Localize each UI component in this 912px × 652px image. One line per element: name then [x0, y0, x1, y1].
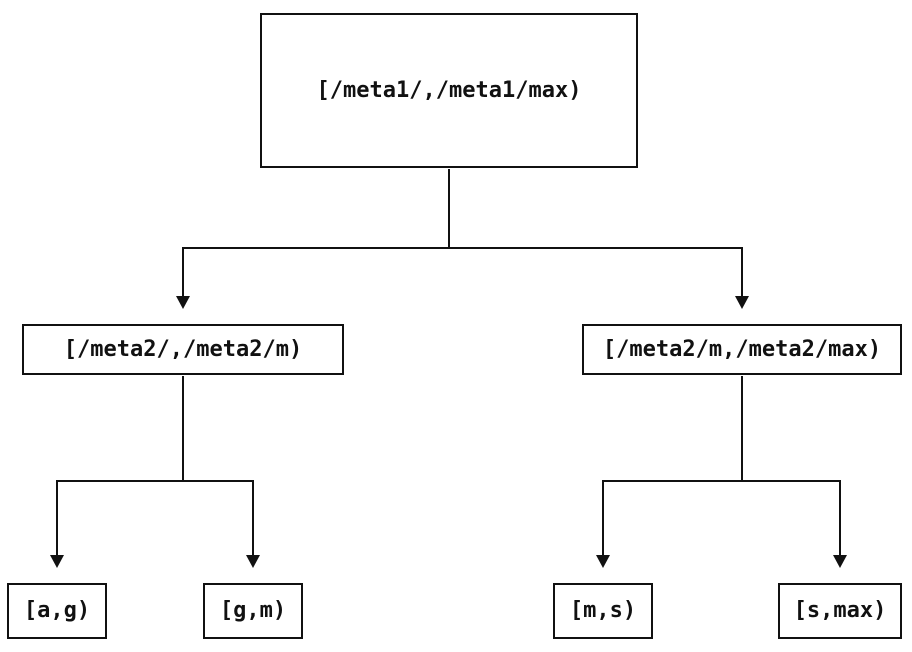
arrowhead-down-icon	[50, 555, 64, 568]
node-leaf-ag-label: [a,g)	[23, 598, 91, 623]
edge-left-to-leaf-ag	[50, 480, 64, 568]
node-leaf-smax: [s,max)	[778, 583, 902, 639]
arrowhead-down-icon	[596, 555, 610, 568]
node-leaf-gm: [g,m)	[203, 583, 303, 639]
node-leaf-smax-label: [s,max)	[793, 598, 887, 623]
node-leaf-ms: [m,s)	[553, 583, 653, 639]
node-meta2-low: [/meta2/,/meta2/m)	[22, 324, 344, 375]
arrowhead-down-icon	[176, 296, 190, 309]
node-leaf-ag: [a,g)	[7, 583, 107, 639]
edge-root-to-children	[183, 169, 742, 249]
edge-root-to-right	[735, 247, 749, 309]
edge-left-to-leaf-gm	[246, 480, 260, 568]
edge-right-to-leaf-ms	[596, 480, 610, 568]
node-meta2-high: [/meta2/m,/meta2/max)	[582, 324, 902, 375]
node-root-label: [/meta1/,/meta1/max)	[316, 77, 582, 103]
arrowhead-down-icon	[246, 555, 260, 568]
edge-right-to-children	[603, 376, 840, 482]
node-root: [/meta1/,/meta1/max)	[260, 13, 638, 168]
node-leaf-ms-label: [m,s)	[569, 598, 637, 623]
edge-right-to-leaf-smax	[833, 480, 847, 568]
edge-left-to-children	[57, 376, 253, 482]
arrowhead-down-icon	[833, 555, 847, 568]
arrowhead-down-icon	[735, 296, 749, 309]
node-meta2-high-label: [/meta2/m,/meta2/max)	[602, 336, 882, 362]
node-leaf-gm-label: [g,m)	[219, 598, 287, 623]
edge-root-to-left	[176, 247, 190, 309]
node-meta2-low-label: [/meta2/,/meta2/m)	[63, 336, 303, 362]
